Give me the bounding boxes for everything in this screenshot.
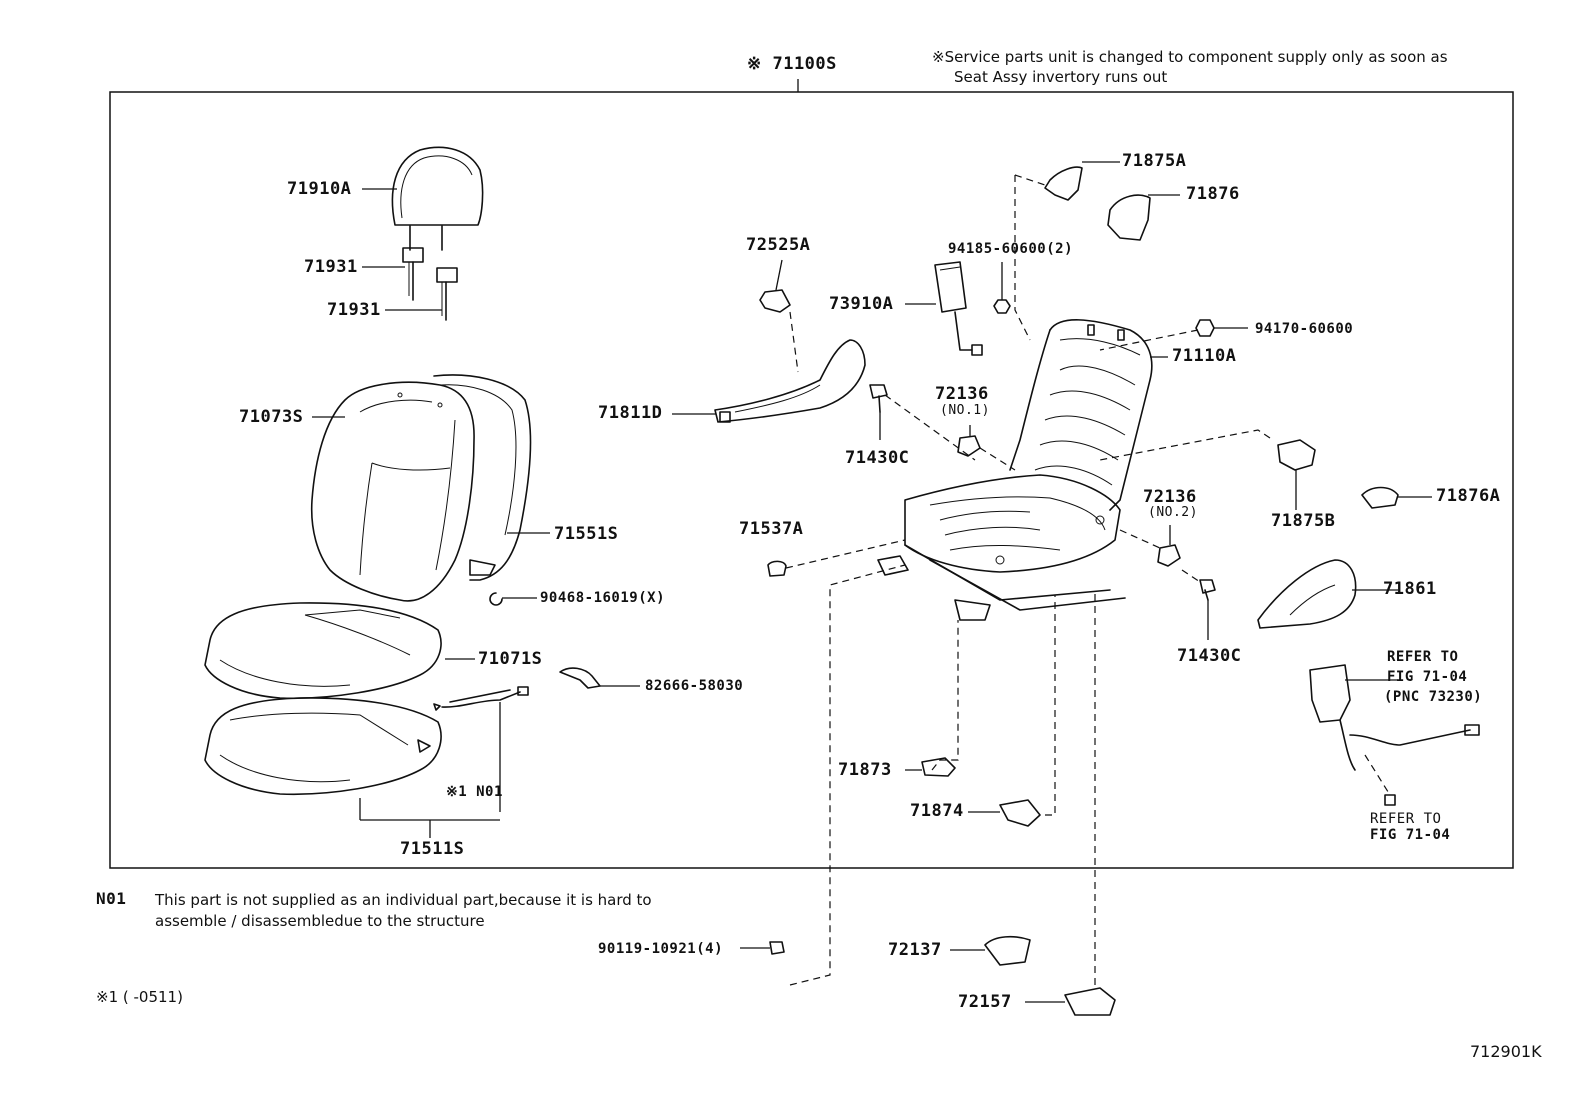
part-label-71071s[interactable]: 71071S <box>478 649 543 669</box>
part-label-71931-lower[interactable]: 71931 <box>327 300 381 320</box>
assembly-number-label[interactable]: ※ 71100S <box>747 54 837 74</box>
part-label-72136-no1-sub: (NO.1) <box>940 403 990 418</box>
part-label-71551s[interactable]: 71551S <box>554 524 619 544</box>
refer-fig-71-04-line3[interactable]: (PNC 73230) <box>1384 689 1483 705</box>
part-label-72136-no2-sub: (NO.2) <box>1148 505 1198 520</box>
clip-72525a <box>759 289 791 313</box>
refer-fig-71-04-b-line1[interactable]: REFER TO <box>1370 811 1442 827</box>
seat-frame-drawing <box>877 319 1153 621</box>
side-cover-drawing <box>714 339 866 423</box>
part-label-71110a[interactable]: 71110A <box>1172 346 1237 366</box>
shield-cover-drawing <box>1257 559 1357 629</box>
part-label-72136-no1[interactable]: 72136 <box>935 384 989 404</box>
part-label-82666-58030[interactable]: 82666-58030 <box>645 678 744 694</box>
refer-fig-71-04-line1[interactable]: REFER TO <box>1387 649 1459 665</box>
part-label-71537a[interactable]: 71537A <box>739 519 804 539</box>
part-label-71511s[interactable]: 71511S <box>400 839 465 859</box>
part-label-94170-60600[interactable]: 94170-60600 <box>1255 321 1354 337</box>
part-label-71876[interactable]: 71876 <box>1186 184 1240 204</box>
part-label-71910a[interactable]: 71910A <box>287 179 352 199</box>
headrest-guide-drawing <box>402 247 458 321</box>
part-label-71811d[interactable]: 71811D <box>598 403 663 423</box>
part-label-71875a[interactable]: 71875A <box>1122 151 1187 171</box>
part-label-71931-upper[interactable]: 71931 <box>304 257 358 277</box>
seatback-drawing <box>310 374 532 602</box>
part-label-94185-60600[interactable]: 94185-60600(2) <box>948 241 1074 257</box>
part-label-n01[interactable]: ※1 N01 <box>446 784 503 800</box>
part-label-72136-no2[interactable]: 72136 <box>1143 487 1197 507</box>
headrest-drawing <box>391 146 484 251</box>
airbag-module-drawing <box>934 261 983 356</box>
part-label-71073s[interactable]: 71073S <box>239 407 304 427</box>
n01-note-line1: This part is not supplied as an individu… <box>155 891 652 909</box>
part-label-72137[interactable]: 72137 <box>888 940 942 960</box>
part-label-71876a[interactable]: 71876A <box>1436 486 1501 506</box>
seat-cushion-drawing <box>204 602 442 796</box>
service-note-line2: Seat Assy invertory runs out <box>954 68 1168 86</box>
part-label-71430c-lower[interactable]: 71430C <box>1177 646 1242 666</box>
assembly-frame <box>109 91 1514 869</box>
part-label-71430c-upper[interactable]: 71430C <box>845 448 910 468</box>
footnote-1: ※1 ( -0511) <box>96 988 183 1006</box>
wire-harness-drawing <box>433 686 529 711</box>
part-label-73910a[interactable]: 73910A <box>829 294 894 314</box>
n01-code: N01 <box>96 889 127 908</box>
part-label-71873[interactable]: 71873 <box>838 760 892 780</box>
part-label-71875b[interactable]: 71875B <box>1271 511 1336 531</box>
refer-fig-71-04-b-line2[interactable]: FIG 71-04 <box>1370 827 1451 843</box>
part-label-72157[interactable]: 72157 <box>958 992 1012 1012</box>
service-note-line1: ※Service parts unit is changed to compon… <box>932 48 1448 66</box>
part-label-71874[interactable]: 71874 <box>910 801 964 821</box>
part-label-90119-10921[interactable]: 90119-10921(4) <box>598 941 724 957</box>
seatbelt-buckle-drawing <box>1309 664 1480 806</box>
part-label-90468-16019[interactable]: 90468-16019(X) <box>540 590 666 606</box>
part-label-72525a[interactable]: 72525A <box>746 235 811 255</box>
refer-fig-71-04-line2[interactable]: FIG 71-04 <box>1387 669 1468 685</box>
part-label-71861[interactable]: 71861 <box>1383 579 1437 599</box>
n01-note-line2: assemble / disassembledue to the structu… <box>155 912 485 930</box>
figure-id: 712901K <box>1470 1042 1542 1061</box>
